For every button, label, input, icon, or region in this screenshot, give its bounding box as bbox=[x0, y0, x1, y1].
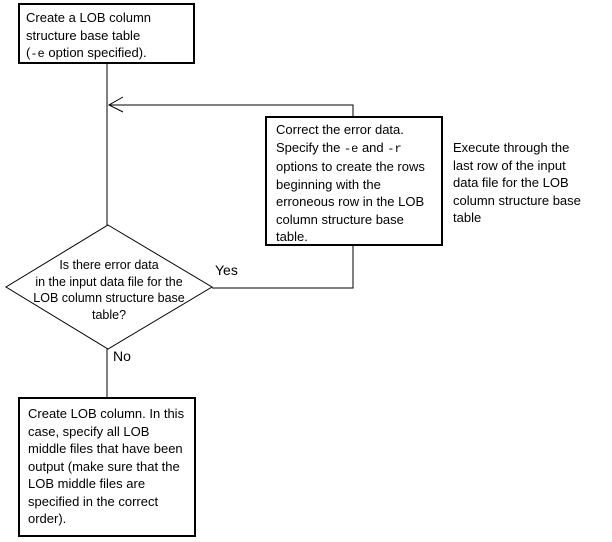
text-line: last row of the input bbox=[453, 157, 566, 173]
label-yes: Yes bbox=[215, 262, 238, 278]
process-box-correct-error-data: Correct the error data. Specify the -e a… bbox=[265, 116, 443, 246]
text-line: order). bbox=[28, 511, 67, 526]
process-box-create-base-table: Create a LOB column structure base table… bbox=[18, 3, 195, 64]
text-line: beginning with the bbox=[276, 176, 381, 192]
text-line: Create LOB column. In this bbox=[28, 406, 185, 421]
text-segment: and bbox=[358, 139, 388, 155]
text-segment: Specify the bbox=[276, 139, 344, 155]
text-line: table? bbox=[91, 307, 127, 322]
text-line: erroneous row in the LOB bbox=[276, 194, 425, 209]
text-line: Create a LOB column bbox=[26, 10, 152, 25]
text-line: table. bbox=[276, 229, 308, 244]
text-line: LOB middle files are bbox=[28, 476, 146, 491]
text-line: table bbox=[453, 210, 482, 225]
text-line: Specify the -e and -r bbox=[276, 139, 432, 159]
connector-return-loop bbox=[109, 104, 354, 116]
text-line: Is there error data bbox=[59, 258, 159, 272]
mono-option-e: -e bbox=[30, 47, 45, 61]
text-line: output (make sure that the bbox=[28, 458, 180, 474]
decision-text: Is there error data in the input data fi… bbox=[6, 225, 212, 349]
text-line: specified in the correct bbox=[28, 493, 159, 509]
text-line: column structure base bbox=[276, 211, 404, 227]
text-line: structure base table bbox=[26, 27, 141, 43]
arrowhead-left-icon bbox=[107, 96, 124, 113]
side-note-execute-through: Execute through the last row of the inpu… bbox=[453, 139, 605, 227]
text-line: data file for the LOB bbox=[453, 175, 569, 190]
label-no: No bbox=[113, 348, 131, 364]
text-line: LOB column structure base bbox=[33, 291, 185, 305]
text-line: (-e option specified). bbox=[26, 44, 187, 64]
text-line: middle files that have been bbox=[28, 441, 183, 456]
process-box-create-lob-column: Create LOB column. In this case, specify… bbox=[18, 397, 196, 537]
text-line: column structure base bbox=[453, 192, 581, 208]
text-line: options to create the rows bbox=[276, 159, 425, 174]
mono-option-e: -e bbox=[343, 141, 359, 156]
mono-option-r: -r bbox=[387, 141, 402, 156]
text-line: Execute through the bbox=[453, 140, 570, 155]
text-line: case, specify all LOB bbox=[28, 423, 150, 439]
decision-diamond bbox=[5, 224, 213, 350]
text-line: Correct the error data. bbox=[276, 122, 404, 137]
text-line: in the input data file for the bbox=[35, 274, 183, 289]
connector-yes-branch bbox=[212, 246, 354, 289]
text-segment: ( bbox=[26, 45, 31, 60]
text-segment: option specified). bbox=[44, 45, 147, 60]
